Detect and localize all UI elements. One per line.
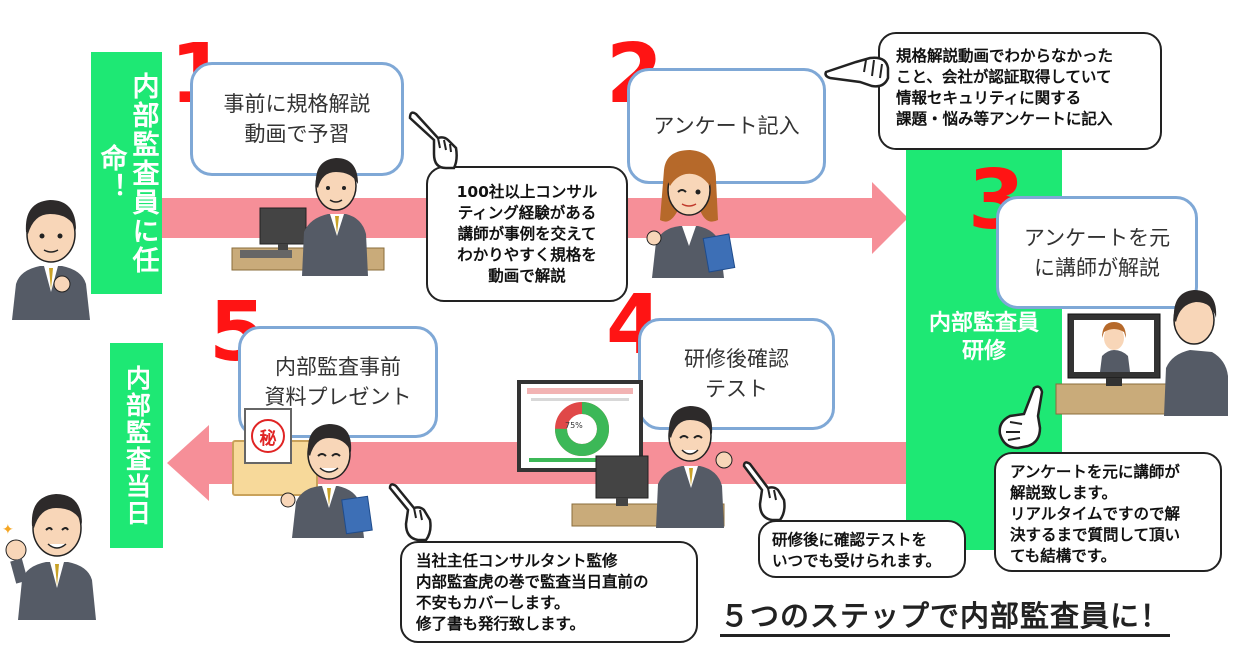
result-percent: 75% xyxy=(565,421,583,430)
return-arrow-head xyxy=(167,425,209,501)
appointed-man-illustration xyxy=(12,200,90,320)
pointing-hand-icon xyxy=(998,385,1044,450)
bubble-step2: 規格解説動画でわからなかった こと、会社が認証取得していて 情報セキュリティに関… xyxy=(878,32,1162,150)
bubble-step4: 研修後に確認テストを いつでも受けられます。 xyxy=(758,520,966,578)
training-label: 内部監査員 研修 xyxy=(928,311,1039,364)
audit-day-panel: 内部監査当日 xyxy=(110,343,163,548)
pointing-hand-icon xyxy=(742,461,786,522)
footer-title: ５つのステップで内部監査員に！ xyxy=(720,598,1171,637)
forward-arrow-head xyxy=(872,182,908,254)
video-lecture-illustration xyxy=(1055,290,1228,416)
result-donut-chart xyxy=(555,402,609,456)
appointed-label: 内部監査員に任命！ xyxy=(95,71,159,275)
bubble-step1: 100社以上コンサル ティング経験がある 講師が事例を交えて わかりやすく規格を… xyxy=(426,166,628,302)
man-at-computer-illustration xyxy=(231,158,385,276)
woman-with-clipboard-illustration xyxy=(646,150,736,278)
smiling-man-with-clipboard-illustration xyxy=(280,424,373,538)
step-box-1: 事前に規格解説 動画で予習 xyxy=(190,62,404,176)
audit-day-man-illustration: ✦ xyxy=(2,494,96,620)
step-box-2: アンケート記入 xyxy=(627,68,826,184)
audit-day-label: 内部監査当日 xyxy=(122,364,152,527)
bubble-step5: 当社主任コンサルタント監修 内部監査虎の巻で監査当日直前の 不安もカバーします。… xyxy=(400,541,698,643)
appointed-panel: 内部監査員に任命！ xyxy=(91,52,162,294)
svg-text:✦: ✦ xyxy=(2,522,14,538)
pointing-hand-icon xyxy=(408,111,458,170)
step-box-4: 研修後確認 テスト xyxy=(638,318,835,430)
man-with-test-illustration xyxy=(571,406,733,528)
bubble-step3: アンケートを元に講師が 解説致します。 リアルタイムですので解 決するまで質問し… xyxy=(994,452,1222,572)
step-box-3: アンケートを元 に講師が解説 xyxy=(996,196,1198,309)
secret-document: 秘 xyxy=(244,408,292,464)
pointing-hand-icon xyxy=(388,483,432,542)
secret-stamp: 秘 xyxy=(251,419,285,453)
pointing-hand-icon xyxy=(824,56,890,88)
